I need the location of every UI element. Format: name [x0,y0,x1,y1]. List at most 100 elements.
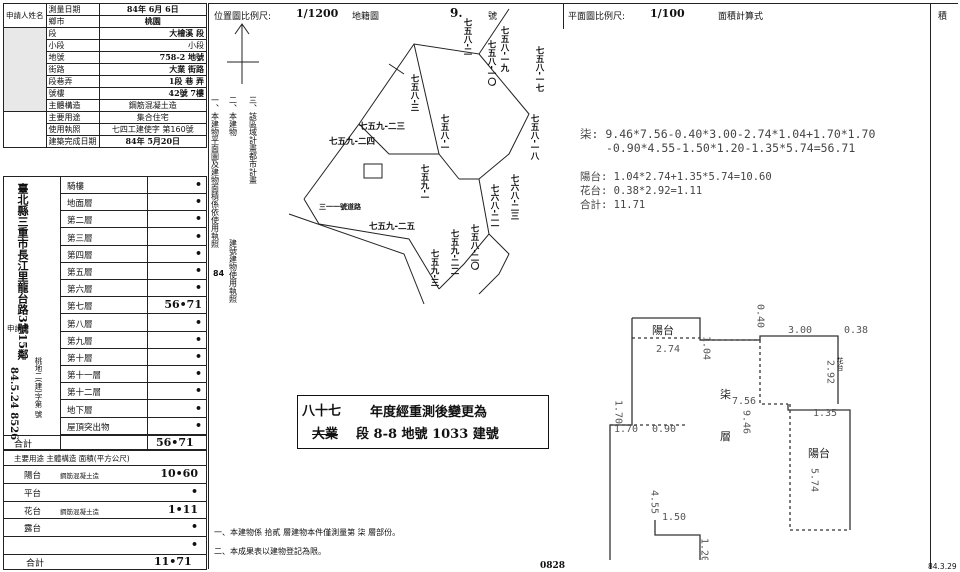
dim-label: 0.40 [755,304,766,328]
dim-label: 2.92 [825,360,836,384]
accessory-row: 平台• [4,482,206,500]
floor-name: 第四層 [67,250,93,261]
floor-row: 第十二層• [61,383,206,401]
floors-table: 臺北縣三重市長江里龍台路3號15鄰 申請書 84.5.24 8526 桃地二(建… [3,176,207,450]
reg-label: 鄉市 [45,15,100,28]
floor-plan: 陽台 陽台 柒 層 花台 1.04 0.40 3.00 0.38 2.74 2.… [609,304,868,560]
floor-area: • [194,367,202,381]
calc-flower: 花台: 0.38*2.92=1.11 [580,185,703,197]
parcel-label: 七五八-二〇 [469,223,480,271]
floor-name: 第九層 [67,336,93,347]
reg-value: 大檜溪 段 [98,27,207,40]
floor-scale-value: 1/100 [650,7,685,20]
total-label: 合計 [14,440,33,450]
floor-area: • [194,384,202,398]
floor-name: 第六層 [67,285,93,296]
parcel-label: 七五九-二四 [329,136,375,147]
floor-name: 第七層 [67,302,93,313]
floor-row: 屋頂突出物• [61,418,206,435]
floor-row: 第六層 • [61,280,206,298]
map-note: 一、本建物平面圖及建物面積係依使用執照 [211,96,220,249]
calc-main: 柒: 9.46*7.56-0.40*3.00-2.74*1.04+1.70*1.… [580,127,876,141]
reg-value: 桃園 [98,15,207,28]
corner-label: 積 [938,12,948,22]
floor-name: 第三層 [67,233,93,244]
dim-label: 3.00 [788,325,812,336]
floor-row: 第十層• [61,349,206,366]
map-note: 二、本建物 [229,96,238,137]
reg-label: 街路 [45,63,100,76]
parcel-label: 七五八-二 [462,17,473,55]
divider [147,177,148,449]
stamp-line2-prefix: 大業 [312,427,339,442]
floor-area: • [194,281,202,295]
floor-row: 地面層• [61,194,206,212]
survey-date-value: 84年 6月 6日 [98,3,207,16]
floor-row: 第四層• [61,246,206,263]
parcel-label: 七五八-一八 [529,113,540,161]
reg-value: 鋼筋混凝土造 [98,99,207,112]
accessory-total-value: 11•71 [154,555,192,568]
parcel-label: 七五九-三 [429,248,440,286]
map-sheet-suffix: 號 [488,12,498,22]
parcel-label: 七六八-二一 [489,183,500,230]
applicant-label-cell: 申請人姓名 [3,3,47,28]
total-value: 56•71 [156,436,194,449]
floor-area: • [194,178,202,191]
plan-outline [787,404,851,530]
reg-label: 段 [45,27,100,40]
receipt-label: 桃地二(建)字第 號 [34,357,43,418]
floor-name: 第十一層 [67,371,102,382]
parcel-boundary [478,53,530,180]
reg-label: 使用執照 [45,123,100,136]
year-mark: 84 [213,269,225,278]
stamp-line1-prefix: 八十七 [302,404,342,419]
reg-label: 號樓 [45,87,100,100]
floor-area: • [194,264,202,277]
accessory-structure: 鋼筋混凝土造 [60,507,99,516]
parcel-label: 七五八-三 [409,73,420,111]
plan-interior [700,339,788,405]
reg-label: 地號 [45,51,100,64]
parcel-boundary [388,63,405,75]
accessory-area: 1•11 [168,502,198,516]
floor-scale-label: 平面圖比例尺: [568,12,626,22]
plan-label-floor-2: 層 [720,430,731,443]
parcel-label: 七六八-二三 [509,173,520,220]
reg-label: 主體構造 [45,99,100,112]
dim-label: 7.56 [732,396,756,407]
reg-value: 758-2 地號 [98,51,207,64]
floor-row: 第三層• [61,229,206,246]
floor-row: 第九層• [61,332,206,349]
accessory-total-label: 合計 [26,559,45,569]
reg-value: 大業 街路 [98,63,207,76]
dim-label: 1.50 [662,512,686,523]
floor-name: 地下層 [67,405,93,416]
accessory-area: • [190,520,198,534]
receipt-number: 84.5.24 8526 [8,367,19,441]
parcel-label: 七五九-二三 [359,121,406,132]
calc-total: 合計: 11.71 [580,199,646,211]
reg-value: 84年 5月20日 [98,135,207,148]
floor-name: 第八層 [67,319,93,330]
parcel-boundary [303,198,440,290]
building-address: 臺北縣三重市長江里龍台路3號15鄰 [16,183,29,360]
accessory-area: • [190,538,198,552]
reg-label: 段巷弄 [45,75,100,88]
reg-label: 建築完成日期 [45,135,100,148]
dim-label: 4.55 [649,490,660,514]
left-border [208,3,209,569]
accessory-use: 平台 [24,488,42,499]
accessory-use: 陽台 [24,471,42,481]
survey-date-label: 測量日期 [45,3,100,16]
floor-name: 騎樓 [67,182,85,192]
map-sheet-label: 地籍圖 [352,12,380,22]
floor-area: • [194,315,202,329]
floor-row: 第二層• [61,211,206,229]
floor-name: 地面層 [67,199,93,210]
floor-row: 地下層• [61,401,206,418]
